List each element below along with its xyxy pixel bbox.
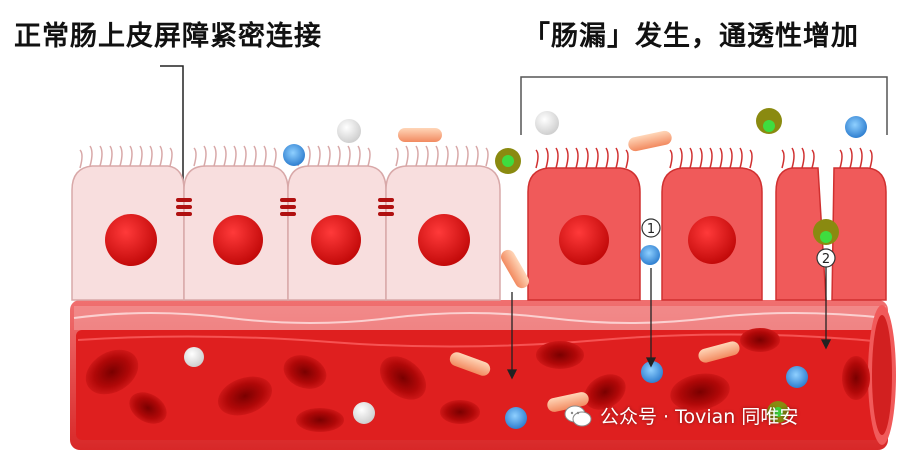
svg-text:1: 1 <box>647 222 655 237</box>
leaky-bracket <box>520 76 888 135</box>
normal-barrier-title: 正常肠上皮屏障紧密连接 <box>14 21 322 52</box>
red-blood-cells <box>85 328 870 432</box>
marker-1: 1 <box>641 218 661 238</box>
blood-vessel <box>70 300 896 450</box>
wechat-icon <box>564 405 592 426</box>
blood-particles <box>184 341 808 429</box>
svg-text:2: 2 <box>822 252 830 267</box>
watermark: 公众号 · Tovian 同唯安 <box>564 402 798 429</box>
leader-line <box>160 65 184 205</box>
tight-junctions <box>176 198 394 216</box>
marker-2: 2 <box>816 248 836 268</box>
translocation-arrows <box>506 266 832 380</box>
leaky-nuclei <box>559 215 736 265</box>
leaky-gut-title: 「肠漏」发生，通透性增加 <box>523 21 859 52</box>
watermark-text: 公众号 · Tovian 同唯安 <box>600 406 799 428</box>
leaky-microvilli <box>535 147 873 169</box>
normal-nuclei <box>105 214 470 266</box>
lumen-particles <box>283 108 867 289</box>
